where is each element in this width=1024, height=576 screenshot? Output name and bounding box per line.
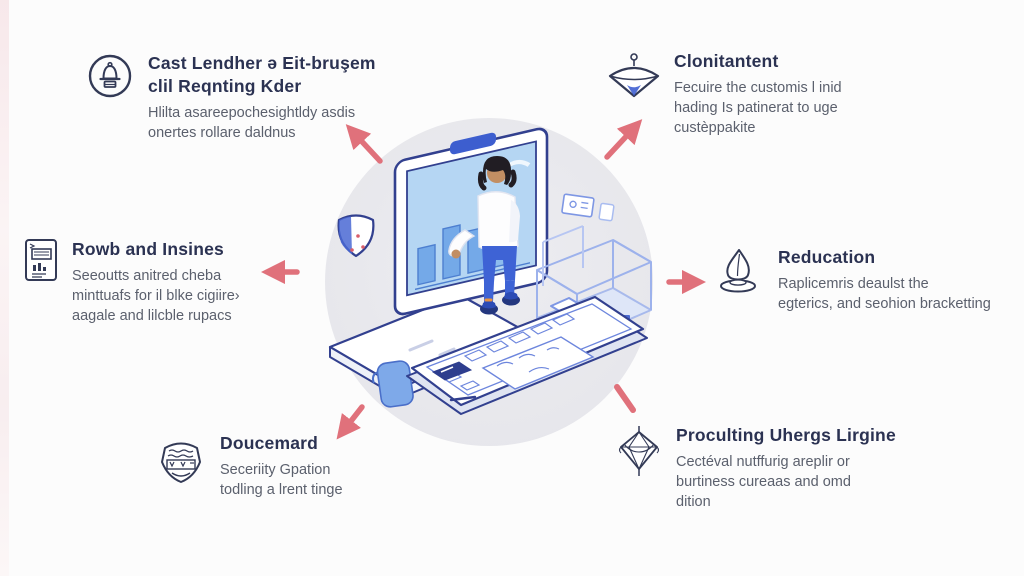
central-illustration	[315, 110, 665, 455]
tablet-illustration	[406, 295, 648, 415]
central-illustration-svg	[325, 118, 653, 446]
person-illustration	[448, 156, 520, 315]
callout-middle-right: Reducation Raplicemris deaulst the egter…	[712, 246, 1024, 314]
callout-desc: Raplicemris deaulst the egterics, and se…	[778, 276, 991, 313]
callout-top-right: Clonitantent Fecuire the customis l inid…	[606, 50, 884, 138]
callout-desc: Hlilta asareepochesightldy asdis onertes…	[148, 105, 356, 142]
diamond-prism-icon	[614, 424, 664, 478]
callout-title: Doucemard	[220, 433, 319, 453]
floating-panels-illustration	[561, 193, 615, 222]
callout-title: Proculting Uhergs Lirgine	[676, 425, 896, 445]
callout-middle-left: Rowb and Insines Seeoutts anitred cheba …	[24, 238, 272, 326]
left-pink-strip	[0, 0, 9, 576]
callout-title: Cast Lendher ə Eit-bruşem clil Reqnting …	[148, 53, 376, 97]
funnel-top-icon	[606, 52, 662, 104]
callout-title: Reducation	[778, 247, 876, 267]
callout-desc: Fecuire the customis l inid hading Is pa…	[674, 80, 842, 137]
callout-desc: Seeoutts anitred cheba minttuafs for il …	[72, 268, 240, 325]
callout-desc: Cectéval nutffurig areplir or burtiness …	[676, 454, 851, 511]
callout-bottom-left: Doucemard Seceriity Gpation todling a lr…	[156, 432, 395, 500]
mug-illustration	[371, 360, 414, 408]
flame-dish-icon	[712, 246, 764, 296]
callout-bottom-right: Proculting Uhergs Lirgine Cectéval nutff…	[614, 424, 896, 512]
callout-title: Clonitantent	[674, 51, 779, 71]
badge-icon	[156, 436, 206, 486]
callout-top-left: Cast Lendher ə Eit-bruşem clil Reqnting …	[86, 52, 388, 143]
bell-circle-icon	[86, 52, 134, 100]
callout-desc: Seceriity Gpation todling a lrent tinge	[220, 462, 343, 499]
shield-illustration	[337, 214, 375, 258]
callout-title: Rowb and Insines	[72, 239, 224, 259]
report-document-icon	[24, 238, 58, 282]
